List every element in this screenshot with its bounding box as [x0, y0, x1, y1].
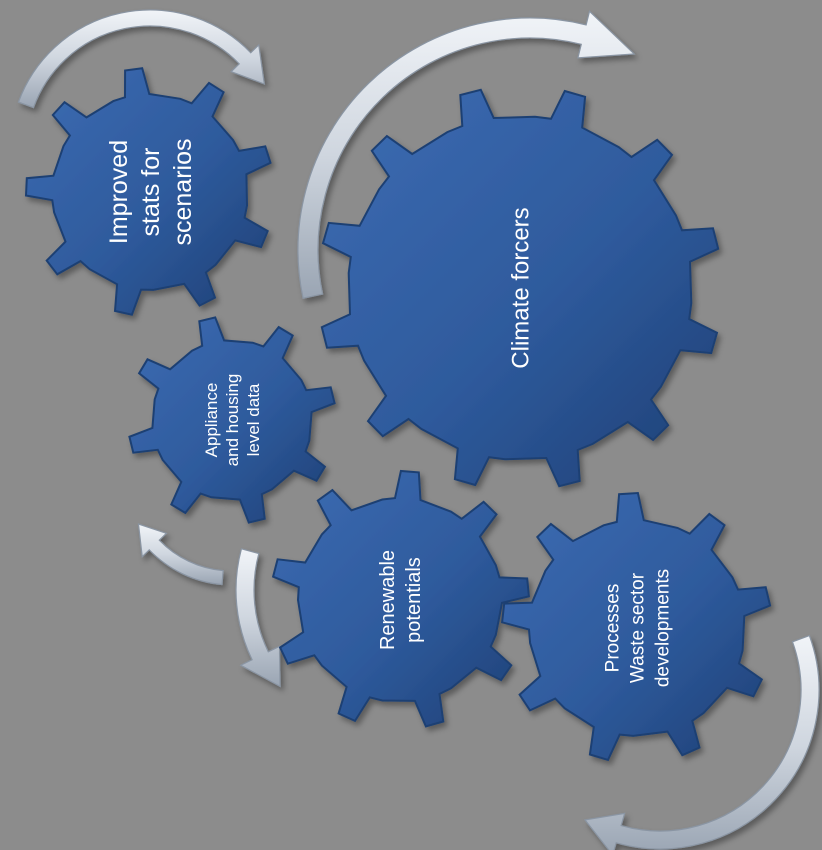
arrow-appliance-shape — [137, 523, 224, 586]
gear-processes-waste-shape — [501, 491, 772, 762]
gear-climate-forcers-label: Climate forcers — [507, 207, 534, 368]
arrow-renewable — [235, 548, 281, 688]
gear-renewable-potentials-shape — [271, 469, 530, 728]
gear-label-line: level data — [244, 383, 263, 456]
gear-improved-stats-shape — [24, 67, 272, 316]
arrow-processes — [583, 634, 820, 850]
arrows-layer — [17, 9, 820, 850]
gear-label-line: stats for — [137, 148, 165, 237]
gear-label-line: Waste sector — [628, 572, 649, 683]
gear-label-line: Improved — [105, 140, 133, 244]
arrow-climate-forcers-shape — [297, 10, 636, 299]
gear-label-line: Renewable — [377, 550, 399, 650]
arrow-improved-stats — [17, 9, 266, 109]
gear-appliance-housing-shape — [128, 316, 336, 524]
arrow-appliance — [137, 523, 224, 586]
gear-label-line: scenarios — [169, 139, 197, 246]
arrow-climate-forcers — [297, 10, 636, 299]
gear-climate-forcers: Climate forcers — [320, 88, 720, 488]
gear-label-line: Processes — [603, 584, 624, 673]
gear-label-line: developments — [653, 569, 674, 687]
arrow-improved-stats-shape — [17, 9, 266, 109]
arrow-processes-shape — [583, 634, 820, 850]
gear-climate-forcers-shape — [320, 88, 720, 488]
gear-label-line: and housing — [223, 374, 242, 467]
gear-label-line: Climate forcers — [507, 207, 534, 368]
gear-label-line: potentials — [403, 557, 425, 643]
arrow-renewable-shape — [235, 548, 281, 688]
gear-label-line: Appliance — [202, 383, 221, 458]
